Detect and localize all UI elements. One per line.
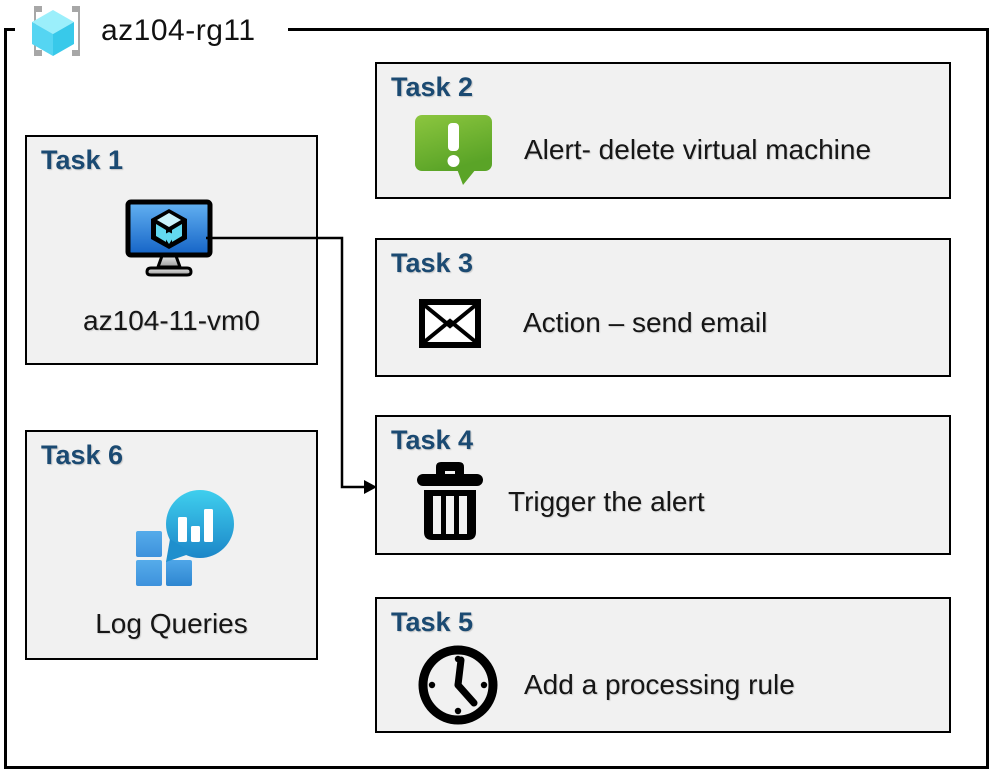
task-3-title: Task 3: [391, 248, 474, 278]
task-4-title: Task 4: [391, 425, 474, 455]
task-2-box: Task 2 Alert- delete virtual machine: [375, 62, 951, 199]
trash-icon: [417, 462, 483, 540]
task-1-label: az104-11-vm0: [83, 305, 260, 336]
resource-group-name: az104-rg11: [101, 14, 256, 47]
task-4-box: Task 4 Trigger the alert: [375, 415, 951, 555]
task-5-box: Task 5 Add a processing rule: [375, 597, 951, 733]
alert-icon: [415, 115, 492, 185]
virtual-machine-icon: [125, 199, 213, 277]
log-analytics-icon: [136, 490, 234, 586]
task-2-title: Task 2: [391, 72, 474, 102]
task-3-box: Task 3 Action – send email: [375, 238, 951, 377]
task-3-label: Action – send email: [523, 307, 768, 338]
resource-group-icon: [32, 6, 80, 56]
clock-icon: [418, 645, 498, 725]
task-5-title: Task 5: [391, 607, 474, 637]
task-2-label: Alert- delete virtual machine: [524, 134, 872, 165]
task-1-box: Task 1 az104-11-vm0: [25, 135, 318, 365]
task-6-title: Task 6: [41, 440, 124, 470]
task-6-label: Log Queries: [95, 608, 248, 639]
task-4-label: Trigger the alert: [508, 486, 705, 517]
resource-group-frame: [4, 28, 989, 769]
resource-group-header: az104-rg11: [15, 1, 288, 61]
task-5-label: Add a processing rule: [524, 669, 795, 700]
task-1-title: Task 1: [41, 145, 124, 175]
task-6-box: Task 6 L: [25, 430, 318, 660]
email-icon: [419, 298, 481, 348]
